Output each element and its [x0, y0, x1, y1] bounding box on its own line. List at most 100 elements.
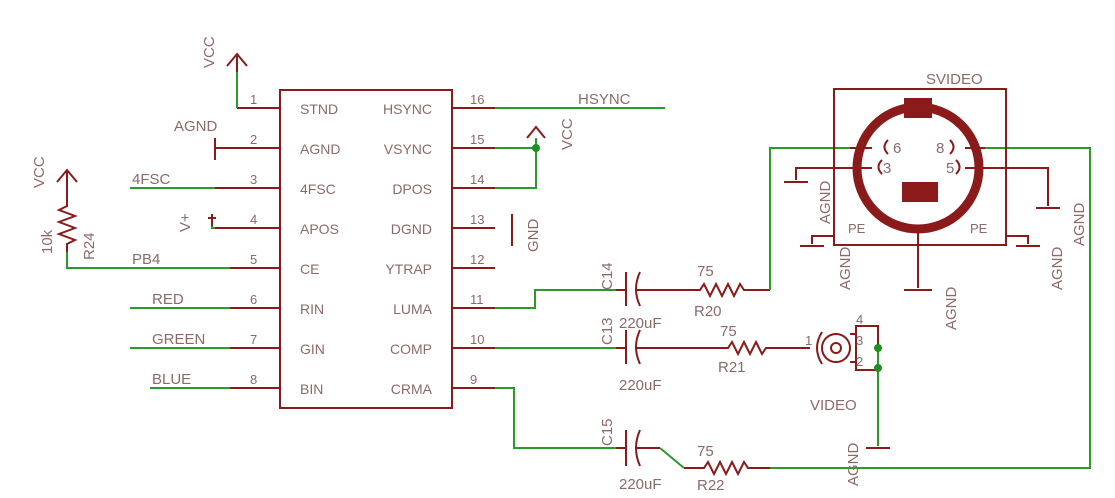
- video-rca-connector-icon: [816, 325, 879, 371]
- capacitor-c14-name: C14: [599, 262, 616, 290]
- net-label-gnd-pin13: GND: [525, 219, 542, 253]
- ic-right-pin-lines: [452, 107, 495, 389]
- svideo-pin5-contact: [955, 159, 961, 175]
- ic-pin-name-apos: APOS: [300, 221, 339, 237]
- ic-pin-number-8: 8: [250, 372, 257, 387]
- net-label-agnd-svideo-right: AGND: [1071, 202, 1088, 246]
- net-label-v-plus: V+: [177, 213, 194, 232]
- net-label-agnd-svideo-pe-left: AGND: [837, 246, 854, 290]
- ic-pin-number-14: 14: [470, 172, 484, 187]
- net-label-hsync: HSYNC: [578, 91, 631, 108]
- vcc-top-arrow-icon: [226, 52, 248, 72]
- svideo-pe-right-ground-lead: [1006, 235, 1029, 244]
- resistor-r22-name: R22: [697, 477, 725, 494]
- net-label-red: RED: [152, 291, 184, 308]
- ic-pin-name-agnd: AGND: [300, 141, 340, 157]
- svideo-title: SVIDEO: [926, 71, 983, 88]
- svideo-pin-8: 8: [936, 140, 944, 157]
- ic-pin-name-dpos: DPOS: [392, 181, 432, 197]
- wire-vsync-dpos: [495, 147, 537, 189]
- resistor-r24-value: 10k: [39, 229, 56, 254]
- svideo-pe-left-ground-lead: [811, 235, 834, 244]
- svideo-pe-right: PE: [970, 221, 988, 236]
- svideo-pin-6: 6: [893, 140, 901, 157]
- ic-pin-number-9: 9: [470, 372, 477, 387]
- ic-pin-name-hsync: HSYNC: [383, 101, 432, 117]
- resistor-r21-value: 75: [720, 323, 737, 340]
- svideo-top-key: [904, 98, 932, 118]
- capacitor-c15-value: 220uF: [619, 476, 662, 493]
- wire-luma: [495, 289, 616, 309]
- svideo-center-key: [902, 182, 938, 202]
- ic-pin-number-13: 13: [470, 212, 484, 227]
- net-label-pb4: PB4: [132, 251, 160, 268]
- svideo-pin5-ground-lead: [965, 167, 1049, 206]
- ic-pin-name-bin: BIN: [300, 381, 323, 397]
- capacitor-c14-value: 220uF: [619, 315, 662, 332]
- wire-vplus-pin4: [211, 226, 215, 229]
- svideo-pin8-contact: [949, 139, 955, 155]
- video-pin-2: 2: [856, 354, 863, 369]
- resistor-r21-body: [714, 339, 810, 357]
- net-label-agnd-svideo-left: AGND: [817, 180, 834, 224]
- wire-pb4: [66, 252, 230, 269]
- vcc-left-arrow-icon: [56, 168, 78, 200]
- video-pin-3: 3: [856, 333, 863, 348]
- svideo-pin3-contact: [877, 159, 883, 175]
- net-label-vcc-left: VCC: [31, 156, 48, 188]
- capacitor-c13-symbol: [616, 329, 714, 365]
- ic-pin-number-3: 3: [250, 172, 257, 187]
- junction-vsync: [532, 144, 540, 152]
- wire-r20-svideo-luma: [769, 147, 872, 290]
- net-label-agnd-svideo-bottom: AGND: [943, 286, 960, 330]
- ic-pin-number-2: 2: [250, 132, 257, 147]
- ic-pin-number-4: 4: [250, 212, 257, 227]
- capacitor-c14-symbol: [616, 271, 664, 307]
- ic-pin-name-dgnd: DGND: [391, 221, 432, 237]
- net-label-vcc-top: VCC: [201, 36, 218, 68]
- ic-pin-number-12: 12: [470, 252, 484, 267]
- svideo-pin3-ground-lead: [795, 167, 872, 180]
- wire-r22-svideo-chroma: [770, 147, 1091, 469]
- svideo-pin6-contact: [883, 139, 889, 155]
- net-label-vcc-right: VCC: [559, 118, 576, 150]
- svideo-pin-3: 3: [883, 160, 891, 177]
- wire-c15-r22: [659, 447, 685, 469]
- resistor-r24-body: [56, 200, 78, 252]
- resistor-r20-value: 75: [697, 263, 714, 280]
- capacitor-c13-value: 220uF: [619, 377, 662, 394]
- ic-pin-name-gin: GIN: [300, 341, 325, 357]
- video-pin-1: 1: [805, 333, 812, 348]
- resistor-r20-name: R20: [694, 303, 722, 320]
- resistor-r20-body: [664, 281, 770, 299]
- ic-pin-name-rin: RIN: [300, 301, 324, 317]
- vcc-right-arrow-icon: [526, 125, 546, 139]
- net-label-blue: BLUE: [152, 371, 191, 388]
- ic-pin-number-1: 1: [250, 92, 257, 107]
- ic-pin-number-7: 7: [250, 332, 257, 347]
- ic-pin-name-ytrap: YTRAP: [385, 261, 432, 277]
- video-pin-4: 4: [856, 312, 863, 327]
- capacitor-c13-name: C13: [599, 317, 616, 345]
- svideo-connector-ring: [852, 102, 984, 234]
- wire-crma: [495, 387, 616, 449]
- ic-left-pin-lines: [215, 107, 280, 389]
- ic-pin-number-16: 16: [470, 92, 484, 107]
- ic-pin-name-crma: CRMA: [391, 381, 433, 397]
- svideo-pin-5: 5: [946, 160, 954, 177]
- ic-pin-number-11: 11: [470, 292, 484, 307]
- capacitor-c15-name: C15: [599, 418, 616, 446]
- net-label-agnd-video: AGND: [845, 442, 862, 486]
- junction-video-2: [874, 364, 882, 372]
- net-label-agnd-pin2: AGND: [174, 118, 218, 135]
- capacitor-c15-symbol: [616, 429, 660, 467]
- ic-pin-number-5: 5: [250, 252, 257, 267]
- ic-pin-name-luma: LUMA: [393, 301, 433, 317]
- net-label-green: GREEN: [152, 331, 205, 348]
- ic-pin-name-comp: COMP: [390, 341, 432, 357]
- svideo-pe-left: PE: [848, 221, 866, 236]
- resistor-r22-body: [684, 459, 770, 477]
- resistor-r21-name: R21: [718, 359, 746, 376]
- resistor-r24-name: R24: [81, 232, 98, 260]
- ic-pin-name-ce: CE: [300, 261, 319, 277]
